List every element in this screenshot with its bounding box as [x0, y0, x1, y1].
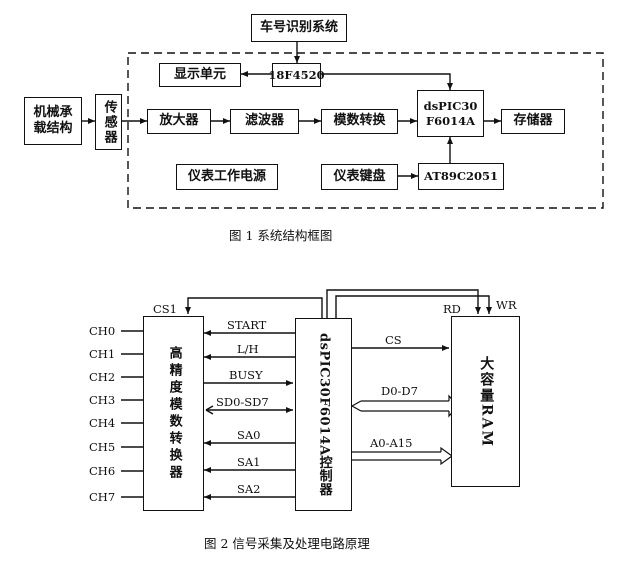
addr-bus	[352, 446, 454, 466]
plate-recognition-label: 车号识别系统	[259, 19, 338, 35]
channel-label: CH1	[89, 347, 116, 361]
mechanical-structure-label: 机械承载结构	[33, 104, 73, 136]
pic-18f4520-label: 18F4520	[268, 67, 325, 82]
sa1-signal-label: SA1	[237, 455, 261, 469]
power-supply-label: 仪表工作电源	[187, 168, 266, 184]
dspic-label: dsPIC30 F6014A	[423, 99, 478, 128]
busy-signal-label: BUSY	[229, 368, 263, 382]
wr-wire	[335, 295, 492, 318]
pic-18f4520-box: 18F4520	[268, 63, 325, 87]
at89c2051-box: AT89C2051	[418, 163, 504, 190]
mechanical-structure-box: 机械承载结构	[24, 97, 82, 145]
power-supply-box: 仪表工作电源	[176, 164, 278, 190]
sd-bus-label: SD0-SD7	[216, 395, 269, 409]
lh-signal-label: L/H	[237, 342, 259, 356]
start-signal-label: START	[227, 318, 267, 332]
channel-label: CH5	[89, 440, 116, 454]
plate-recognition-box: 车号识别系统	[251, 14, 347, 42]
adc-conversion-label: 模数转换	[333, 113, 386, 129]
ram-label: 大容量RAM	[478, 355, 495, 448]
figure2-caption: 图 2 信号采集及处理电路原理	[204, 536, 370, 551]
keyboard-label: 仪表键盘	[333, 168, 386, 184]
hp-adc-box: 高精度模数转换器	[143, 316, 204, 511]
amplifier-box: 放大器	[147, 109, 211, 134]
at89c2051-label: AT89C2051	[423, 169, 498, 184]
controller-box: dsPIC30F6014A控制器	[295, 318, 352, 511]
display-unit-box: 显示单元	[159, 63, 241, 87]
channel-label: CH0	[89, 324, 116, 338]
data-bus	[350, 394, 459, 418]
adc-conversion-box: 模数转换	[321, 109, 398, 134]
storage-box: 存储器	[501, 109, 565, 134]
wr-signal-label: WR	[496, 298, 517, 312]
storage-label: 存储器	[513, 113, 553, 129]
cs-signal-label: CS	[385, 333, 402, 347]
filter-box: 滤波器	[230, 109, 299, 134]
sa0-signal-label: SA0	[237, 428, 261, 442]
sa2-signal-label: SA2	[237, 482, 261, 496]
channel-label: CH6	[89, 464, 116, 478]
rd-wire	[326, 289, 481, 318]
channel-label: CH3	[89, 393, 116, 407]
cs1-signal-label: CS1	[153, 302, 177, 316]
instrument-dashed-boundary	[127, 52, 604, 209]
channel-label: CH7	[89, 490, 116, 504]
figure1-caption: 图 1 系统结构框图	[229, 228, 333, 243]
ram-box: 大容量RAM	[451, 316, 520, 487]
controller-label: dsPIC30F6014A控制器	[316, 332, 332, 497]
dspic-box: dsPIC30 F6014A	[417, 90, 484, 137]
keyboard-box: 仪表键盘	[321, 164, 398, 190]
addr-bus-label: A0-A15	[370, 436, 413, 450]
channel-label: CH2	[89, 370, 116, 384]
amplifier-label: 放大器	[159, 113, 199, 129]
channel-label: CH4	[89, 416, 116, 430]
rd-signal-label: RD	[443, 302, 461, 316]
sensor-label: 传感器	[101, 99, 117, 145]
cs1-wire	[185, 297, 323, 318]
filter-label: 滤波器	[244, 113, 284, 129]
sensor-box: 传感器	[95, 94, 122, 150]
wire-pic-to-dsp	[321, 73, 453, 90]
hp-adc-label: 高精度模数转换器	[166, 345, 182, 482]
display-unit-label: 显示单元	[173, 66, 226, 82]
data-bus-label: D0-D7	[381, 384, 418, 398]
